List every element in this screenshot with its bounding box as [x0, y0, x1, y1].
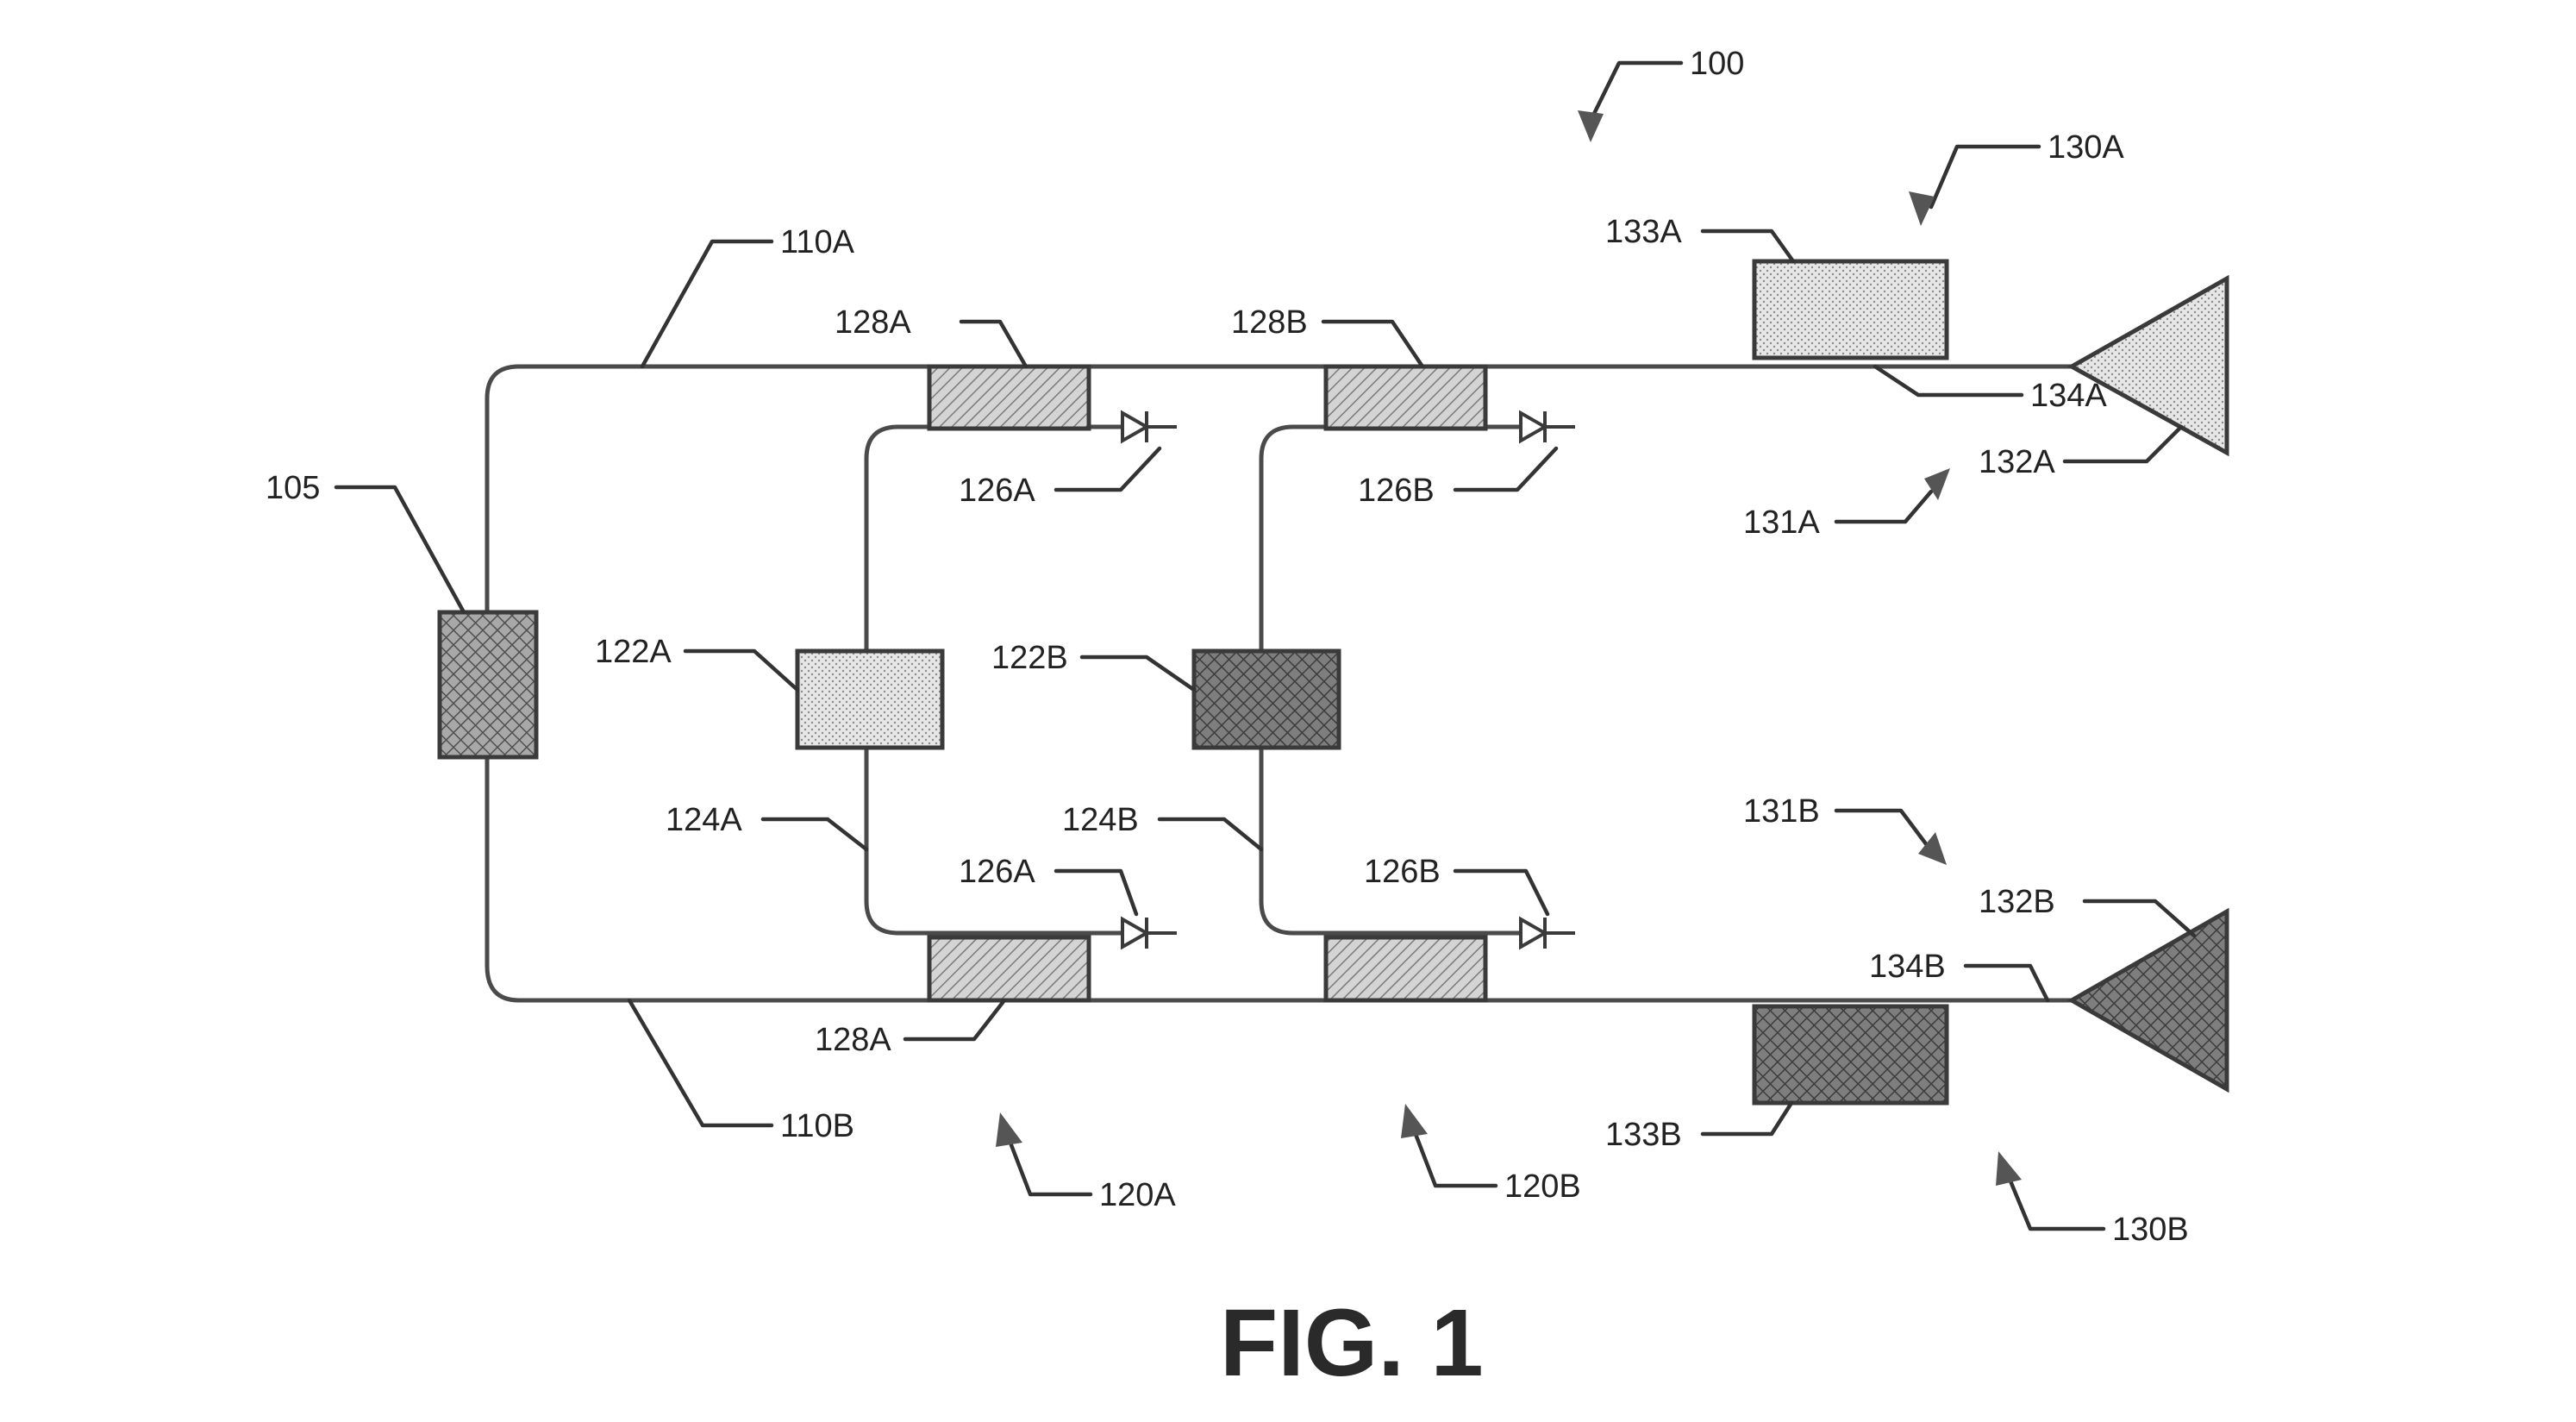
coupler-128b-bottom	[1323, 935, 1488, 1003]
label-110a: 110A	[780, 224, 855, 260]
label-122b: 122B	[991, 640, 1068, 676]
leader-120b	[1411, 1127, 1498, 1188]
leader-100	[1588, 60, 1684, 123]
label-128a-top: 128A	[835, 304, 911, 341]
modulator-133b	[1752, 1004, 1949, 1106]
label-110b: 110B	[780, 1108, 854, 1144]
modulator-133a	[1752, 259, 1949, 360]
label-124b: 124B	[1062, 802, 1139, 838]
label-126a-top: 126A	[959, 473, 1035, 509]
leader-126a-top	[1054, 446, 1162, 492]
leader-126b-top	[1453, 446, 1559, 492]
leader-120a	[1006, 1136, 1093, 1197]
splitter-105	[437, 610, 539, 760]
element-122a	[795, 648, 945, 750]
leader-130a	[1929, 144, 2041, 210]
waveguide-124a-lower	[864, 745, 1149, 936]
leader-122b	[1079, 655, 1197, 692]
waveguide-124b-lower	[1259, 745, 1546, 936]
label-126b-top: 126B	[1358, 473, 1435, 509]
label-130b: 130B	[2112, 1212, 2189, 1248]
coupler-128a-bottom	[927, 935, 1091, 1003]
label-131a: 131A	[1743, 504, 1820, 541]
label-126b-bottom: 126B	[1364, 854, 1441, 890]
element-122b	[1191, 648, 1341, 750]
arrow-130a-icon	[1909, 191, 1935, 226]
arrow-120a-icon	[996, 1112, 1022, 1147]
leader-133a	[1700, 229, 1796, 264]
leader-133b	[1700, 1100, 1794, 1137]
leader-110b	[627, 998, 774, 1128]
leader-105	[334, 485, 466, 615]
leader-126a-bottom	[1054, 868, 1139, 917]
diode-126b-bottom	[1519, 916, 1575, 950]
leader-128a-bottom	[903, 998, 1007, 1042]
coupler-128b-top	[1323, 364, 1488, 431]
label-105: 105	[266, 470, 320, 506]
diode-126a-top	[1121, 410, 1177, 444]
label-132b: 132B	[1979, 884, 2055, 920]
coupler-128a-top	[927, 364, 1091, 431]
leader-126b-bottom	[1453, 868, 1550, 917]
diode-126b-top	[1519, 410, 1575, 444]
waveguide-124b	[1259, 424, 1546, 654]
label-120b: 120B	[1504, 1168, 1581, 1205]
leader-134b	[1963, 963, 2050, 1003]
arrow-120b-icon	[1401, 1104, 1428, 1138]
diode-126a-bottom	[1121, 916, 1177, 950]
label-126a-bottom: 126A	[959, 854, 1035, 890]
leader-128b-top	[1321, 319, 1425, 369]
leader-124b	[1157, 817, 1264, 852]
leader-130b	[2004, 1170, 2106, 1231]
label-128b-top: 128B	[1231, 304, 1308, 341]
label-133b: 133B	[1605, 1117, 1682, 1153]
leader-128a-top	[959, 319, 1029, 369]
arrow-100-icon	[1578, 110, 1604, 142]
leader-132a	[2062, 424, 2184, 464]
label-128a-bottom: 128A	[815, 1022, 891, 1058]
antenna-132b	[2066, 907, 2229, 1093]
waveguide-124a	[864, 424, 1149, 654]
arm-bottom-waveguide	[485, 756, 2074, 1003]
label-120a: 120A	[1099, 1177, 1176, 1213]
label-130a: 130A	[2048, 129, 2124, 166]
arrow-131a-icon	[1924, 468, 1950, 500]
leader-134a	[1873, 364, 2024, 398]
leader-132b	[2082, 899, 2197, 938]
figure-title: FIG. 1	[1220, 1290, 1484, 1396]
antenna-132a	[2066, 274, 2229, 457]
label-122a: 122A	[595, 634, 672, 670]
label-124a: 124A	[666, 802, 742, 838]
arrow-130b-icon	[1996, 1151, 2022, 1186]
label-131b: 131B	[1743, 793, 1820, 830]
arm-top-waveguide	[485, 364, 2074, 615]
label-133a: 133A	[1605, 214, 1682, 250]
label-132a: 132A	[1979, 444, 2055, 480]
label-134b: 134B	[1869, 949, 1946, 985]
leader-110a	[640, 239, 774, 369]
leader-131a	[1834, 489, 1934, 524]
label-100: 100	[1690, 46, 1744, 82]
leader-131b	[1834, 808, 1929, 848]
leader-122a	[683, 648, 800, 692]
leader-124a	[760, 817, 869, 852]
label-134a: 134A	[2030, 378, 2107, 414]
arrow-131b-icon	[1918, 832, 1947, 865]
